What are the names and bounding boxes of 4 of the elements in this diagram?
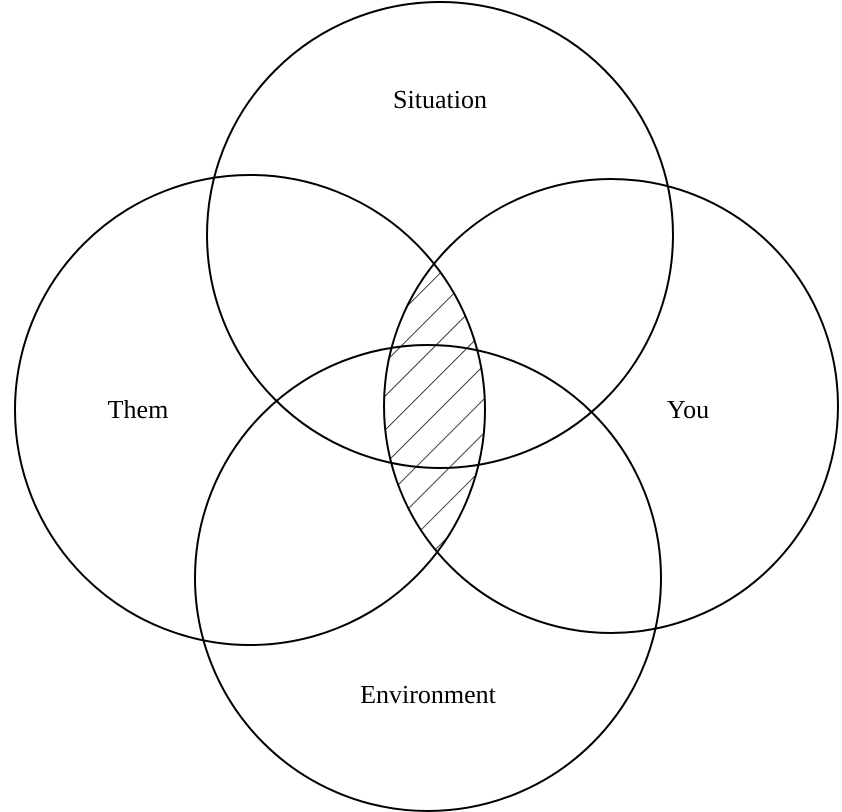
circle-label: Environment [360, 680, 496, 710]
circle-label: Situation [393, 85, 487, 115]
circle-label: You [666, 395, 710, 425]
circle-label: Them [108, 395, 168, 425]
